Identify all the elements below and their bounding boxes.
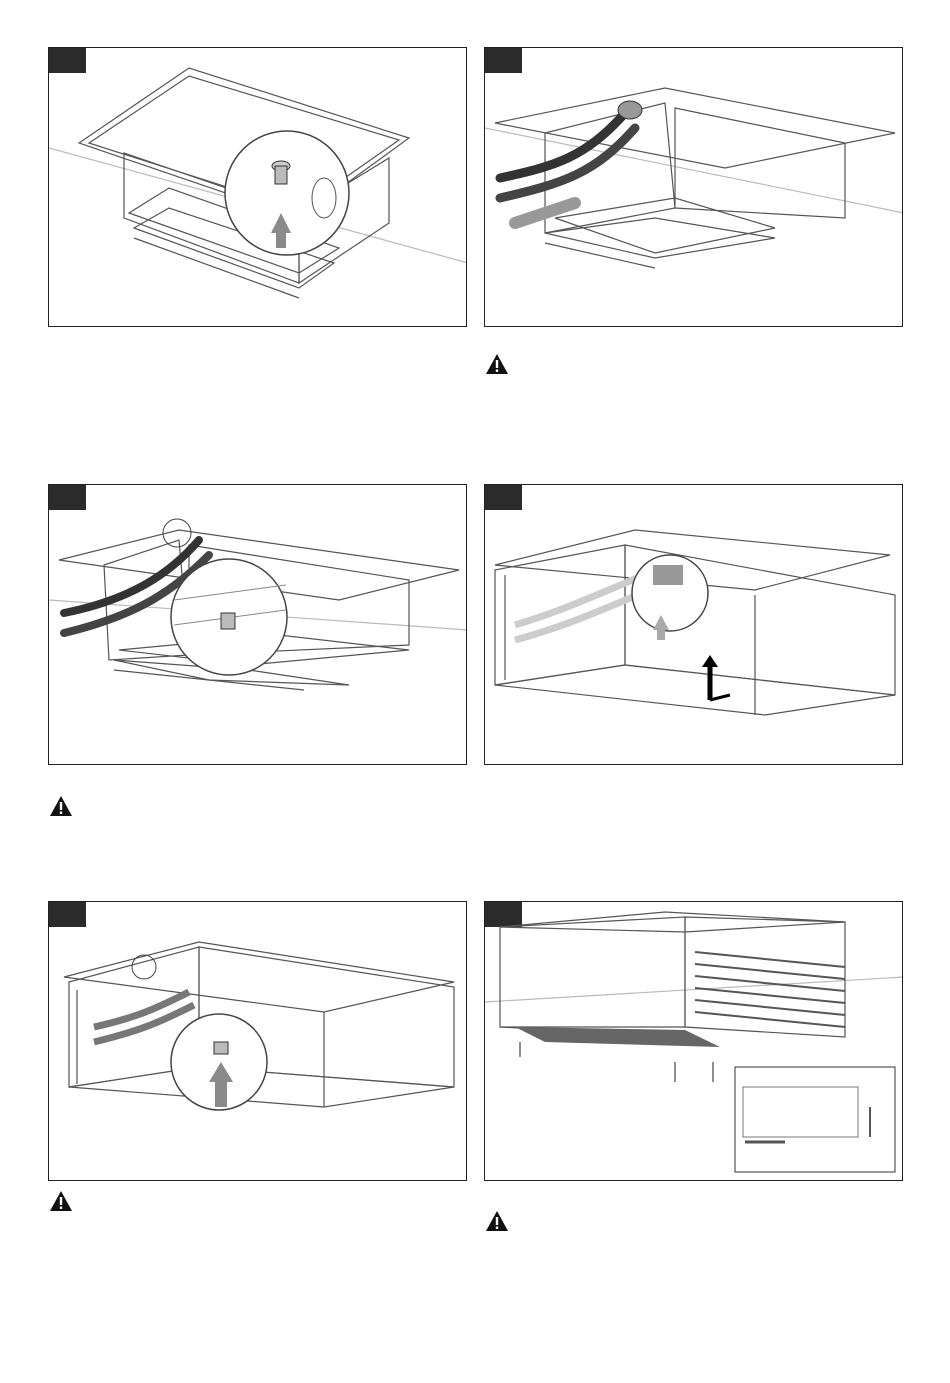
step-6-panel: [484, 901, 903, 1181]
ceiling-unit-pipes-detail-illustration: [49, 485, 467, 765]
ceiling-unit-drain-plug-illustration: [49, 48, 467, 327]
step-2-panel: [484, 47, 903, 327]
step-5-panel: [48, 901, 467, 1181]
step-1-panel: [48, 47, 467, 327]
ceiling-unit-pipe-connection-illustration: [485, 48, 903, 327]
warning-triangle-icon: [49, 1190, 73, 1212]
ceiling-unit-enclosure-plug-illustration: [49, 902, 467, 1181]
ceiling-unit-grille-mounting-illustration: [485, 902, 903, 1181]
warning-triangle-icon: [485, 353, 509, 375]
step-3-panel: [48, 484, 467, 765]
step-4-panel: [484, 484, 903, 765]
ceiling-unit-enclosure-illustration: [485, 485, 903, 765]
warning-triangle-icon: [485, 1210, 509, 1232]
warning-triangle-icon: [49, 795, 73, 817]
